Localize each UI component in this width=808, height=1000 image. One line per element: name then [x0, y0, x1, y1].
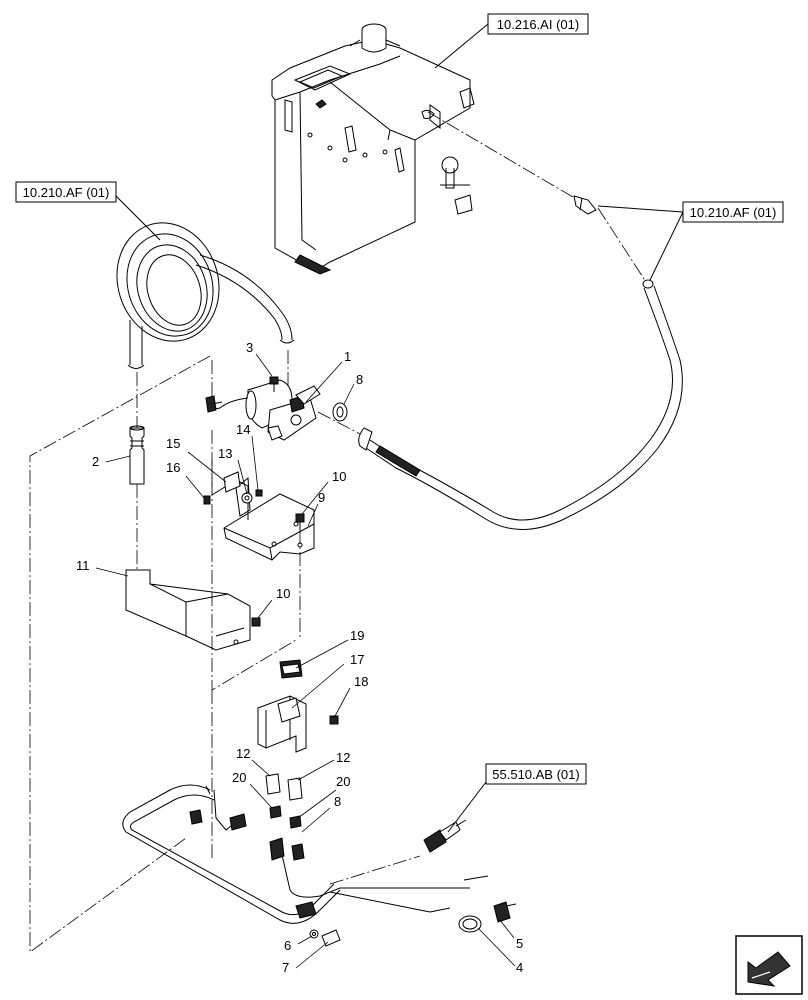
harness-connector [423, 819, 467, 853]
callout-3: 3 [246, 340, 253, 355]
bracket-7 [321, 929, 341, 947]
fuel-hose [358, 285, 683, 530]
callout-leaders [95, 353, 516, 969]
screw-10-lower [251, 617, 261, 627]
assembly-outline-upper [29, 355, 211, 953]
callout-9: 9 [318, 490, 325, 505]
callout-6: 6 [284, 938, 291, 953]
callout-2: 2 [92, 454, 99, 469]
callout-12-left: 12 [236, 746, 250, 761]
fuse-12-left [265, 773, 281, 795]
callout-4: 4 [516, 960, 523, 975]
callout-5: 5 [516, 936, 523, 951]
callout-20-right: 20 [336, 774, 350, 789]
fuse-12-right [287, 777, 303, 801]
reference-label-coil-hose[interactable]: 10.210.AF (01) [15, 181, 161, 241]
callout-8-bottom: 8 [334, 794, 341, 809]
bracket-11 [125, 569, 251, 651]
centerline-harness-right [329, 855, 421, 885]
centerline-fitting-to-hose [597, 207, 647, 283]
centerline-tank-to-fitting [427, 111, 579, 201]
next-page-arrow-icon[interactable] [735, 935, 803, 995]
relay-19 [279, 659, 303, 679]
relay-bracket-17 [257, 695, 307, 753]
callout-10-upper: 10 [332, 469, 346, 484]
screw-3 [269, 376, 279, 392]
callout-17: 17 [350, 652, 364, 667]
coiled-hose [116, 222, 295, 369]
callout-8-top: 8 [356, 372, 363, 387]
fuel-line-fitting [573, 195, 654, 289]
callout-13: 13 [218, 446, 232, 461]
wiring-harness [122, 784, 489, 924]
svg-text:10.216.AI (01): 10.216.AI (01) [497, 17, 579, 32]
centerline-pump-right [317, 411, 361, 435]
fuel-tank-assembly [271, 23, 475, 275]
grommet-4 [458, 915, 482, 933]
screw-16 [203, 495, 211, 505]
clip-15 [223, 471, 241, 493]
callout-10-lower: 10 [276, 586, 290, 601]
connector-20-right [289, 815, 302, 829]
assembly-outline-mid [211, 460, 297, 691]
reference-label-tank[interactable]: 10.216.AI (01) [434, 13, 589, 69]
callout-14: 14 [236, 422, 250, 437]
callout-12-right: 12 [336, 750, 350, 765]
callout-numbers: 1 2 3 4 5 6 7 8 8 9 10 10 11 12 12 13 14… [76, 340, 523, 975]
callout-11: 11 [76, 558, 90, 573]
connector-20-left [269, 805, 282, 819]
svg-text:10.210.AF (01): 10.210.AF (01) [23, 185, 110, 200]
callout-15: 15 [166, 436, 180, 451]
callout-18: 18 [354, 674, 368, 689]
fuel-pump [205, 379, 321, 441]
callout-19: 19 [350, 628, 364, 643]
callout-7: 7 [282, 960, 289, 975]
svg-text:55.510.AB (01): 55.510.AB (01) [492, 767, 579, 782]
callout-20-left: 20 [232, 770, 246, 785]
sensor-2 [129, 425, 145, 485]
bushing-13 [241, 492, 253, 504]
reference-label-fuel-line[interactable]: 10.210.AF (01) [597, 201, 784, 281]
callout-1: 1 [344, 349, 351, 364]
screw-10-upper [295, 513, 305, 530]
clip-5 [493, 901, 517, 923]
reference-label-harness[interactable]: 55.510.AB (01) [447, 763, 587, 833]
hose-clamp-8 [332, 402, 348, 422]
screw-14 [255, 489, 263, 497]
svg-text:10.210.AF (01): 10.210.AF (01) [690, 205, 777, 220]
callout-16: 16 [166, 460, 180, 475]
